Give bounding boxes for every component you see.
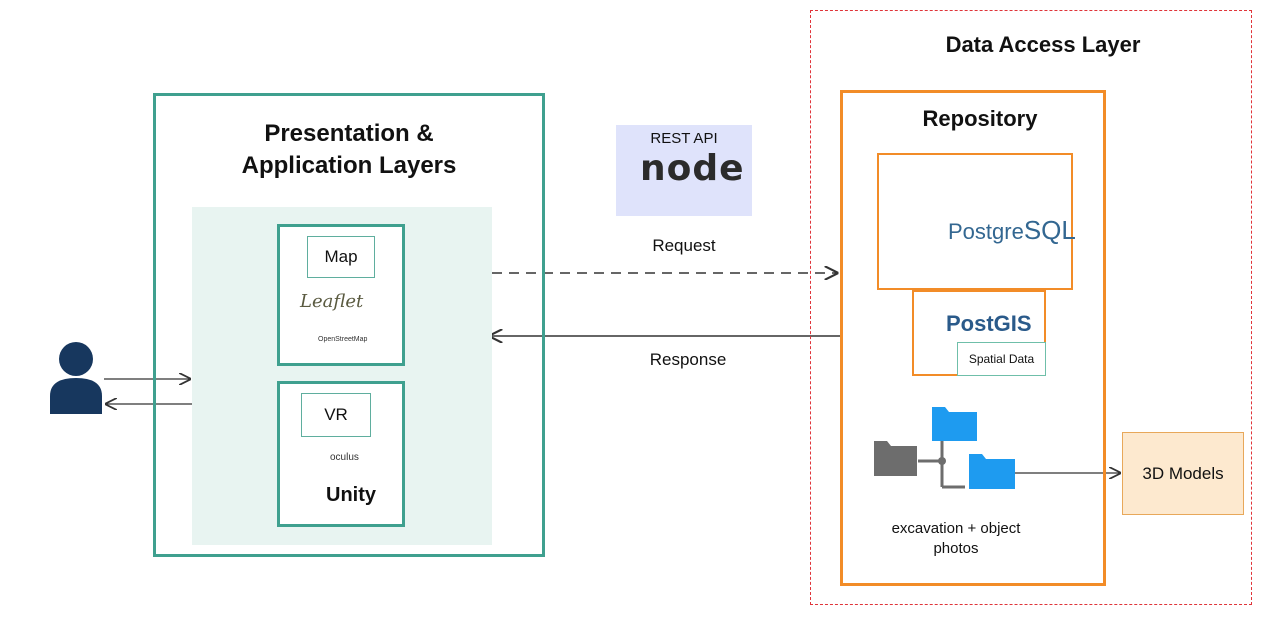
response-label: Response xyxy=(649,350,727,369)
leaflet-logo: Leaflet xyxy=(300,291,364,312)
oculus-label: oculus xyxy=(330,452,359,463)
data-access-title: Data Access Layer xyxy=(945,32,1141,57)
presentation-title-line1: Presentation & xyxy=(264,120,434,147)
postgresql-box xyxy=(877,153,1073,290)
photos-caption: excavation + object photos xyxy=(866,519,1046,559)
postgresql-suffix: SQL xyxy=(1023,215,1076,245)
3d-models-box: 3D Models xyxy=(1122,432,1244,515)
presentation-title-line2: Application Layers xyxy=(241,152,457,179)
rest-api-label: REST API xyxy=(650,130,718,147)
user-icon xyxy=(50,342,102,414)
repository-title: Repository xyxy=(922,106,1038,131)
map-label: Map xyxy=(307,236,375,278)
unity-label: Unity xyxy=(326,484,376,506)
data-access-layer xyxy=(810,10,1252,605)
photos-caption-line2: photos xyxy=(933,540,979,557)
repository-box xyxy=(840,90,1106,586)
vr-label: VR xyxy=(301,393,371,437)
presentation-title: Presentation & Application Layers xyxy=(153,118,545,182)
nodejs-logo: node xyxy=(640,148,745,189)
request-label: Request xyxy=(652,236,716,255)
photos-caption-line1: excavation + object xyxy=(891,520,1021,537)
presentation-application-layer xyxy=(153,93,545,557)
rest-api-box xyxy=(616,125,752,216)
spatial-data-label: Spatial Data xyxy=(957,342,1046,376)
postgis-logo-text: PostGIS xyxy=(946,311,1032,336)
postgresql-prefix: Postgre xyxy=(948,219,1024,244)
postgresql-logo-text: PostgreSQL xyxy=(948,215,1076,246)
folder-tree-icon xyxy=(874,407,1015,489)
openstreetmap-label: OpenStreetMap xyxy=(318,336,368,343)
